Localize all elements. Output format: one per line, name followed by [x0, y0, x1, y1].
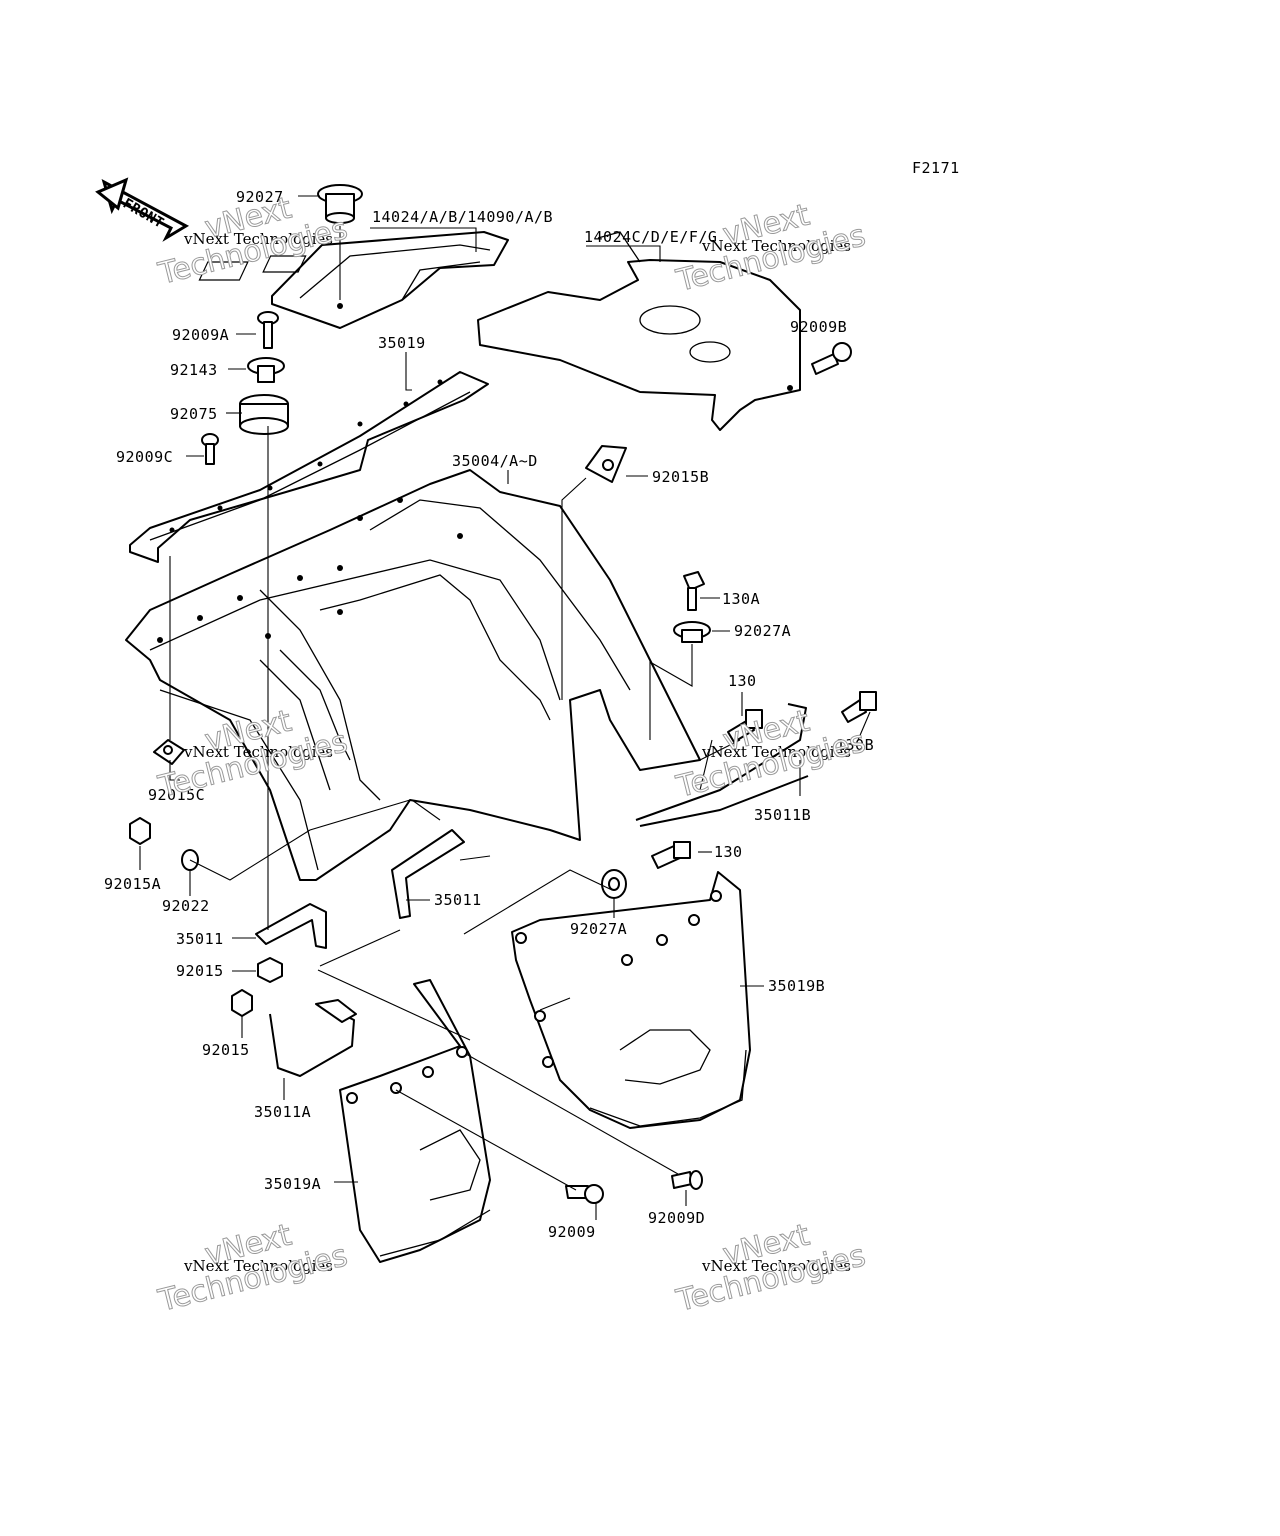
figure-code: F2171 [912, 159, 960, 177]
rear-fender-part [125, 469, 701, 881]
part-label: 92009 [548, 1223, 596, 1241]
grommet-92027A-lower-icon [601, 869, 627, 899]
bolt-130-lower-icon [651, 841, 691, 869]
part-label: 92027A [734, 622, 791, 640]
part-label: 92009B [790, 318, 847, 336]
bolt-92009D-icon [671, 1170, 703, 1190]
part-label: 92075 [170, 405, 218, 423]
grommet-92027A-upper-icon [673, 621, 711, 643]
tank-cover-part [477, 231, 801, 431]
nut-92015-upper-icon [257, 957, 283, 983]
part-label: 92015 [202, 1041, 250, 1059]
seat-cover-part [198, 231, 509, 329]
mud-flap-right-part [511, 871, 751, 1129]
svg-text:vNext Technologies: vNext Technologies [701, 743, 851, 761]
part-label: 92143 [170, 361, 218, 379]
nut-92015-lower-icon [231, 989, 253, 1017]
svg-text:vNext Technologies: vNext Technologies [701, 1257, 851, 1275]
part-label: 35019B [768, 977, 825, 995]
part-label: 92022 [162, 897, 210, 915]
clip-nut-92015B-icon [585, 445, 627, 483]
part-label: 92015B [652, 468, 709, 486]
bolt-92009B-icon [811, 342, 852, 375]
bolt-92009C-icon [201, 433, 219, 465]
grommet-92027-icon [317, 184, 363, 224]
part-label: 92015C [148, 786, 205, 804]
part-label: 35011 [434, 891, 482, 909]
bolt-130-upper-icon [727, 709, 763, 743]
bracket-35011-upper-part [391, 829, 465, 919]
svg-text:vNext Technologies: vNext Technologies [183, 1257, 333, 1275]
bracket-35011A-part [269, 999, 357, 1077]
part-label: 130 [728, 672, 757, 690]
part-label: 92009C [116, 448, 173, 466]
part-label: 35011B [754, 806, 811, 824]
collar-92143-icon [247, 357, 285, 383]
part-label: 130A [722, 590, 760, 608]
part-label: 92027 [236, 188, 284, 206]
bolt-92009A-icon [257, 311, 279, 349]
leader-lines [139, 195, 871, 1220]
front-arrow-icon: FRONT [95, 177, 190, 242]
part-label: 35011A [254, 1103, 311, 1121]
part-label: 35004/A~D [452, 452, 538, 470]
bracket-35011-lower-part [255, 903, 327, 949]
part-label: 92009D [648, 1209, 705, 1227]
bolt-130B-icon [841, 691, 877, 723]
bolt-92009-icon [565, 1184, 604, 1204]
front-arrow-label: FRONT [120, 196, 167, 232]
bolt-130A-icon [683, 571, 705, 611]
part-label: 130B [836, 736, 874, 754]
part-labels: 92027 14024/A/B/14090/A/B 14024C/D/E/F/G… [104, 188, 874, 1241]
part-label: 130 [714, 843, 743, 861]
clip-nut-92015C-icon [153, 739, 185, 765]
part-label: 35019A [264, 1175, 321, 1193]
bracket-35011B-part [635, 703, 809, 827]
part-label: 92009A [172, 326, 229, 344]
part-label: 35019 [378, 334, 426, 352]
part-label: 92015A [104, 875, 161, 893]
svg-text:vNext Technologies: vNext Technologies [701, 237, 851, 255]
part-label: 92015 [176, 962, 224, 980]
damper-92075-icon [239, 394, 289, 435]
mud-flap-left-part [339, 979, 491, 1263]
rear-rail-part [129, 371, 489, 563]
svg-text:vNext Technologies: vNext Technologies [183, 743, 333, 761]
part-label: 92027A [570, 920, 627, 938]
part-label: 14024/A/B/14090/A/B [372, 208, 553, 226]
part-label: 14024C/D/E/F/G [584, 228, 717, 246]
svg-text:vNext Technologies: vNext Technologies [183, 230, 333, 248]
nut-92015A-icon [129, 817, 151, 845]
part-label: 35011 [176, 930, 224, 948]
